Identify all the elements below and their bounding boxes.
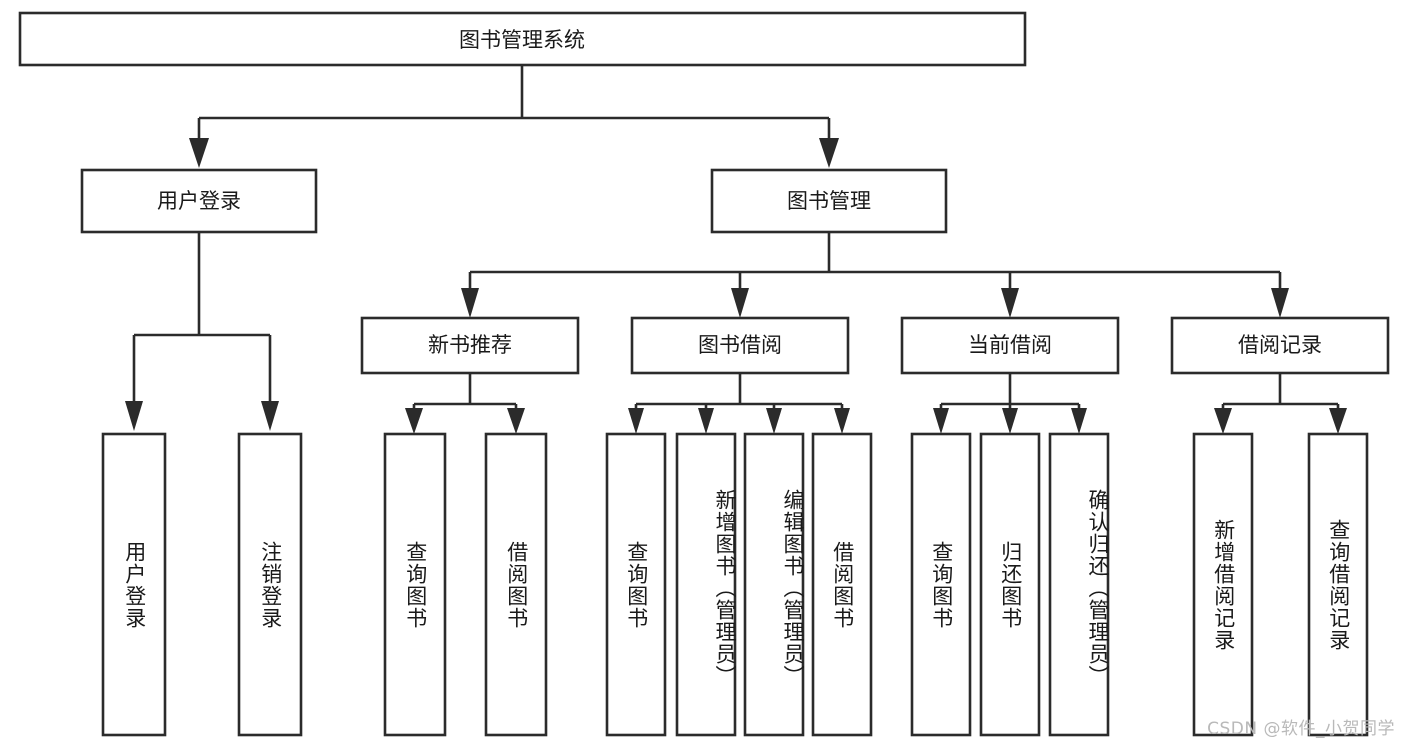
node-book-mgmt-label: 图书管理 — [787, 189, 871, 213]
arrow-borrow-leaf-4 — [834, 408, 850, 434]
leaf-current-3-box[interactable] — [1048, 432, 1110, 737]
node-current-borrow-label: 当前借阅 — [968, 333, 1052, 357]
arrow-book-mgmt-to-record — [1271, 288, 1289, 318]
csdn-watermark: CSDN @软件_小贺同学 — [1207, 719, 1395, 739]
node-new-book-label: 新书推荐 — [428, 333, 512, 357]
arrow-borrow-leaf-2 — [698, 408, 714, 434]
arrow-current-leaf-1 — [933, 408, 949, 434]
node-book-mgmt-box[interactable] — [710, 168, 948, 234]
leaf-user-login-2-box[interactable] — [237, 432, 303, 737]
arrow-current-leaf-2 — [1002, 408, 1018, 434]
node-current-borrow-box[interactable] — [900, 316, 1120, 375]
arrow-current-leaf-3 — [1071, 408, 1087, 434]
arrow-new-book-leaf-1 — [405, 408, 423, 434]
leaf-record-2-box[interactable] — [1307, 432, 1369, 737]
arrow-book-mgmt-to-borrow — [731, 288, 749, 318]
arrow-record-leaf-1 — [1214, 408, 1232, 434]
node-borrow-record-label: 借阅记录 — [1238, 333, 1322, 357]
arrow-new-book-leaf-2 — [507, 408, 525, 434]
arrow-borrow-leaf-1 — [628, 408, 644, 434]
leaf-current-1-box[interactable] — [910, 432, 972, 737]
leaf-borrow-2-box[interactable] — [675, 432, 737, 737]
node-borrow-record-box[interactable] — [1170, 316, 1390, 375]
node-borrow-label: 图书借阅 — [698, 333, 782, 357]
leaf-user-login-1-box[interactable] — [101, 432, 167, 737]
node-new-book-box[interactable] — [360, 316, 580, 375]
node-root-box[interactable] — [18, 11, 1027, 67]
leaf-new-book-2-box[interactable] — [484, 432, 548, 737]
leaf-record-1-box[interactable] — [1192, 432, 1254, 737]
arrow-root-to-user-login — [189, 138, 209, 168]
leaf-current-2-box[interactable] — [979, 432, 1041, 737]
leaf-new-book-1-box[interactable] — [383, 432, 447, 737]
leaf-borrow-3-box[interactable] — [743, 432, 805, 737]
arrow-borrow-leaf-3 — [766, 408, 782, 434]
leaf-borrow-1-box[interactable] — [605, 432, 667, 737]
arrow-book-mgmt-to-current — [1001, 288, 1019, 318]
arrow-record-leaf-2 — [1329, 408, 1347, 434]
arrow-user-login-leaf-1 — [125, 401, 143, 431]
node-root-label: 图书管理系统 — [459, 28, 585, 52]
arrow-book-mgmt-to-new-book — [461, 288, 479, 318]
arrow-user-login-leaf-2 — [261, 401, 279, 431]
node-user-login-label: 用户登录 — [157, 189, 241, 213]
leaf-borrow-4-box[interactable] — [811, 432, 873, 737]
arrow-root-to-book-mgmt — [819, 138, 839, 168]
node-borrow-box[interactable] — [630, 316, 850, 375]
